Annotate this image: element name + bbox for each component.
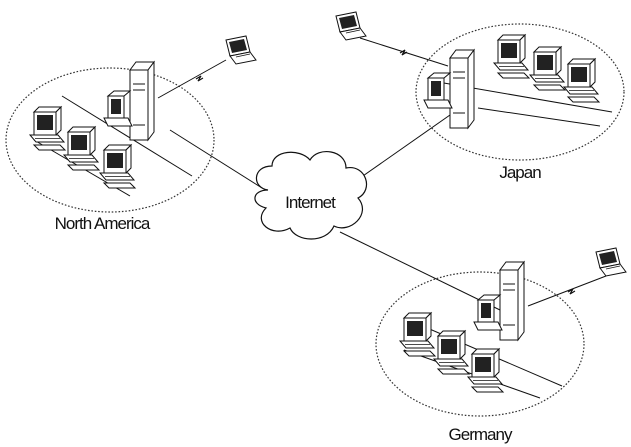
- wan-link: [527, 275, 607, 307]
- internet-cloud: Internet: [254, 151, 368, 240]
- site-north-america: North America: [5, 35, 257, 233]
- workstation-icon: [63, 126, 100, 171]
- site-boundary-germany: [375, 271, 585, 417]
- link-north-america-internet: [169, 129, 263, 189]
- workstation-icon: [433, 330, 470, 375]
- workstation-icon: [563, 58, 600, 103]
- workstation-icon: [423, 72, 453, 109]
- workstation-icon: [399, 312, 436, 357]
- server-tower-icon: [449, 49, 475, 129]
- site-label-japan: Japan: [499, 163, 541, 182]
- workstation-icon: [473, 294, 503, 331]
- laptop-icon: [595, 247, 627, 277]
- server-tower-icon: [499, 261, 525, 341]
- workstation-icon: [493, 34, 530, 79]
- lan-segment: [61, 95, 193, 177]
- workstation-icon: [467, 348, 504, 393]
- site-label-north-america: North America: [55, 214, 151, 233]
- internet-label: Internet: [285, 193, 336, 212]
- cloud-icon: [254, 151, 368, 240]
- site-boundary-north-america: [5, 67, 215, 213]
- workstation-icon: [103, 90, 133, 127]
- site-boundary-japan: [415, 23, 625, 161]
- site-japan: Japan: [335, 11, 625, 182]
- site-label-germany: Germany: [449, 425, 513, 444]
- laptop-icon: [225, 35, 257, 65]
- workstation-icon: [29, 106, 66, 151]
- link-japan-internet: [349, 114, 451, 186]
- site-germany: Germany: [375, 247, 627, 444]
- lan-segment: [477, 107, 601, 127]
- link-germany-internet: [339, 231, 501, 311]
- wan-link: [157, 59, 227, 99]
- workstation-icon: [529, 46, 566, 91]
- laptop-icon: [335, 11, 367, 41]
- server-tower-icon: [129, 61, 155, 141]
